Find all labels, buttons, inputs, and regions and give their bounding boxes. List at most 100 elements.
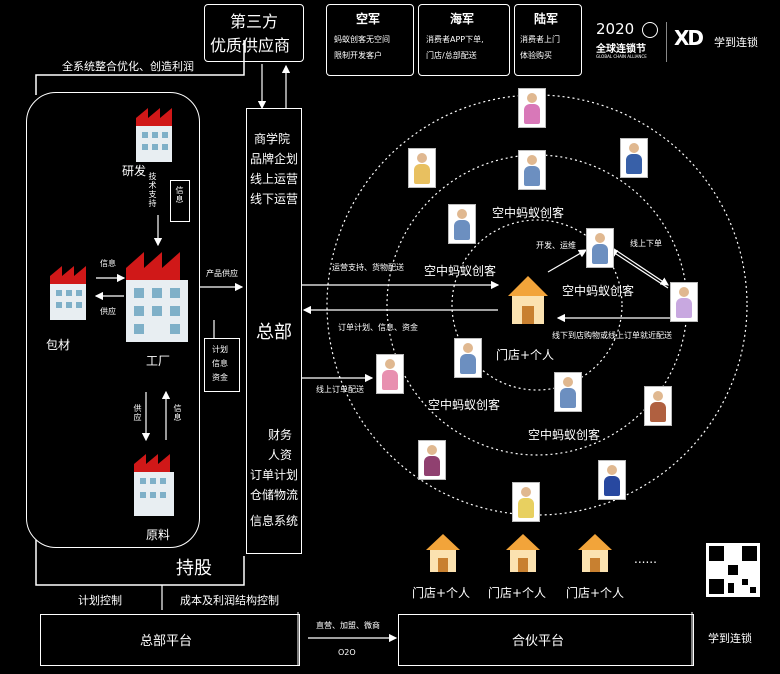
store-icon: [424, 532, 462, 572]
center-store-label: 门店+个人: [496, 348, 555, 362]
info-label: 信息: [212, 359, 228, 368]
logo-event: 全球连锁节: [596, 44, 646, 55]
army-desc-2: 体验购买: [520, 51, 552, 60]
plan-label: 计划: [212, 345, 228, 354]
consumer-icon: [512, 482, 540, 522]
supply-chain-panel: [26, 92, 200, 548]
army-desc-1: 消费者上门: [520, 35, 560, 44]
consumer-icon: [376, 354, 404, 394]
hq-service-3: 线上运营: [250, 172, 299, 186]
ellipsis-label: ......: [634, 552, 657, 566]
hq-platform-box: [40, 614, 300, 666]
hq-system-2: 人资: [268, 448, 293, 462]
hq-system-3: 订单计划: [250, 468, 299, 482]
funds-label: 资金: [212, 373, 228, 382]
consumer-icon: [408, 148, 436, 188]
logo-sub: GLOBAL CHAIN ALLIANCE: [596, 54, 647, 59]
partner-platform-label: 合伙平台: [512, 634, 565, 649]
consumer-icon: [518, 88, 546, 128]
globe-icon: [642, 22, 658, 38]
army-box: [514, 4, 582, 76]
store-person-label-1: 门店+个人: [412, 586, 471, 600]
logo-brand: 学到连锁: [714, 36, 758, 49]
air-force-desc-2: 限制开发客户: [334, 51, 382, 60]
consumer-icon: [418, 440, 446, 480]
hq-system-4: 仓储物流: [250, 488, 299, 502]
integration-label: 全系统整合优化、创造利润: [62, 60, 194, 73]
cost-control-label: 成本及利润结构控制: [180, 594, 279, 607]
army-title: 陆军: [534, 12, 559, 26]
store-icon: [504, 532, 542, 572]
maker-label-lower-left: 空中蚂蚁创客: [428, 398, 501, 412]
hq-system-5: 信息系统: [250, 514, 299, 528]
store-person-label-3: 门店+个人: [566, 586, 625, 600]
hq-platform-label: 总部平台: [140, 634, 193, 649]
store-person-label-2: 门店+个人: [488, 586, 547, 600]
maker-label-lower-right: 空中蚂蚁创客: [528, 428, 601, 442]
consumer-icon: [644, 386, 672, 426]
packaging-label: 包材: [46, 338, 71, 352]
navy-desc-1: 消费者APP下单,: [426, 35, 484, 44]
hq-service-2: 品牌企划: [250, 152, 299, 166]
maker-person-icon: [554, 372, 582, 412]
packaging-factory-icon: [48, 262, 92, 326]
product-supply-label: 产品供应: [206, 269, 238, 278]
navy-desc-2: 门店/总部配送: [426, 51, 477, 60]
plan-control-label: 计划控制: [78, 594, 122, 607]
plan-info-funds-box: [204, 338, 240, 392]
xd-logo-icon: XD: [674, 26, 704, 50]
hq-service-4: 线下运营: [250, 192, 299, 206]
maker-person-icon: [454, 338, 482, 378]
hq-service-1: 商学院: [254, 132, 291, 146]
online-orders-short-label: 线上下单: [630, 239, 662, 248]
channels-label: 直营、加盟、微商: [316, 621, 380, 630]
supply-down-label: 供应: [133, 404, 142, 422]
holding-label: 持股: [176, 558, 212, 579]
supply-short-label: 供应: [100, 307, 116, 316]
info-box: [170, 180, 190, 222]
hq-column: [246, 108, 302, 554]
tech-support-label: 技术支持: [148, 172, 157, 208]
consumer-icon: [670, 282, 698, 322]
info-down-label: 信息: [173, 404, 182, 422]
info-box-label: 信息: [175, 186, 184, 204]
material-factory-icon: [132, 450, 176, 524]
navy-box: [418, 4, 510, 76]
maker-label-left: 空中蚂蚁创客: [424, 264, 497, 278]
factory-label: 工厂: [146, 354, 171, 368]
develop-ops-label: 开发、运维: [536, 241, 576, 250]
o2o-label: O2O: [338, 648, 356, 657]
navy-title: 海军: [450, 12, 475, 26]
hq-system-1: 财务: [268, 428, 293, 442]
qr-label: 学到连锁: [708, 632, 752, 645]
consumer-icon: [598, 460, 626, 500]
logo-year: 2020: [596, 20, 635, 38]
maker-person-icon: [518, 150, 546, 190]
qr-code-icon: [706, 543, 760, 597]
hq-label: 总部: [256, 322, 292, 343]
air-force-title: 空军: [356, 12, 381, 26]
maker-label-right: 空中蚂蚁创客: [562, 284, 635, 298]
air-force-box: [326, 4, 414, 76]
main-factory-icon: [124, 246, 190, 350]
rd-factory-icon: [134, 104, 178, 168]
third-party-subtitle: 优质供应商: [210, 36, 291, 55]
store-icon: [576, 532, 614, 572]
logo-divider: [666, 22, 667, 62]
maker-label-top: 空中蚂蚁创客: [492, 206, 565, 220]
order-plan-label: 订单计划、信息、资金: [338, 323, 418, 332]
online-order-label: 线上订单配送: [316, 385, 364, 394]
center-shop-icon: [504, 274, 552, 326]
info-short-label: 信息: [100, 259, 116, 268]
rd-label: 研发: [122, 164, 147, 178]
ops-support-label: 运营支持、货物配送: [332, 263, 404, 272]
air-force-desc-1: 蚂蚁创客无空间: [334, 35, 390, 44]
consumer-icon: [620, 138, 648, 178]
material-label: 原料: [146, 528, 171, 542]
maker-person-icon: [448, 204, 476, 244]
maker-person-icon: [586, 228, 614, 268]
third-party-title: 第三方: [230, 12, 279, 31]
third-party-box: [204, 4, 304, 62]
offline-delivery-label: 线下到店购物或线上订单就近配送: [552, 331, 672, 340]
